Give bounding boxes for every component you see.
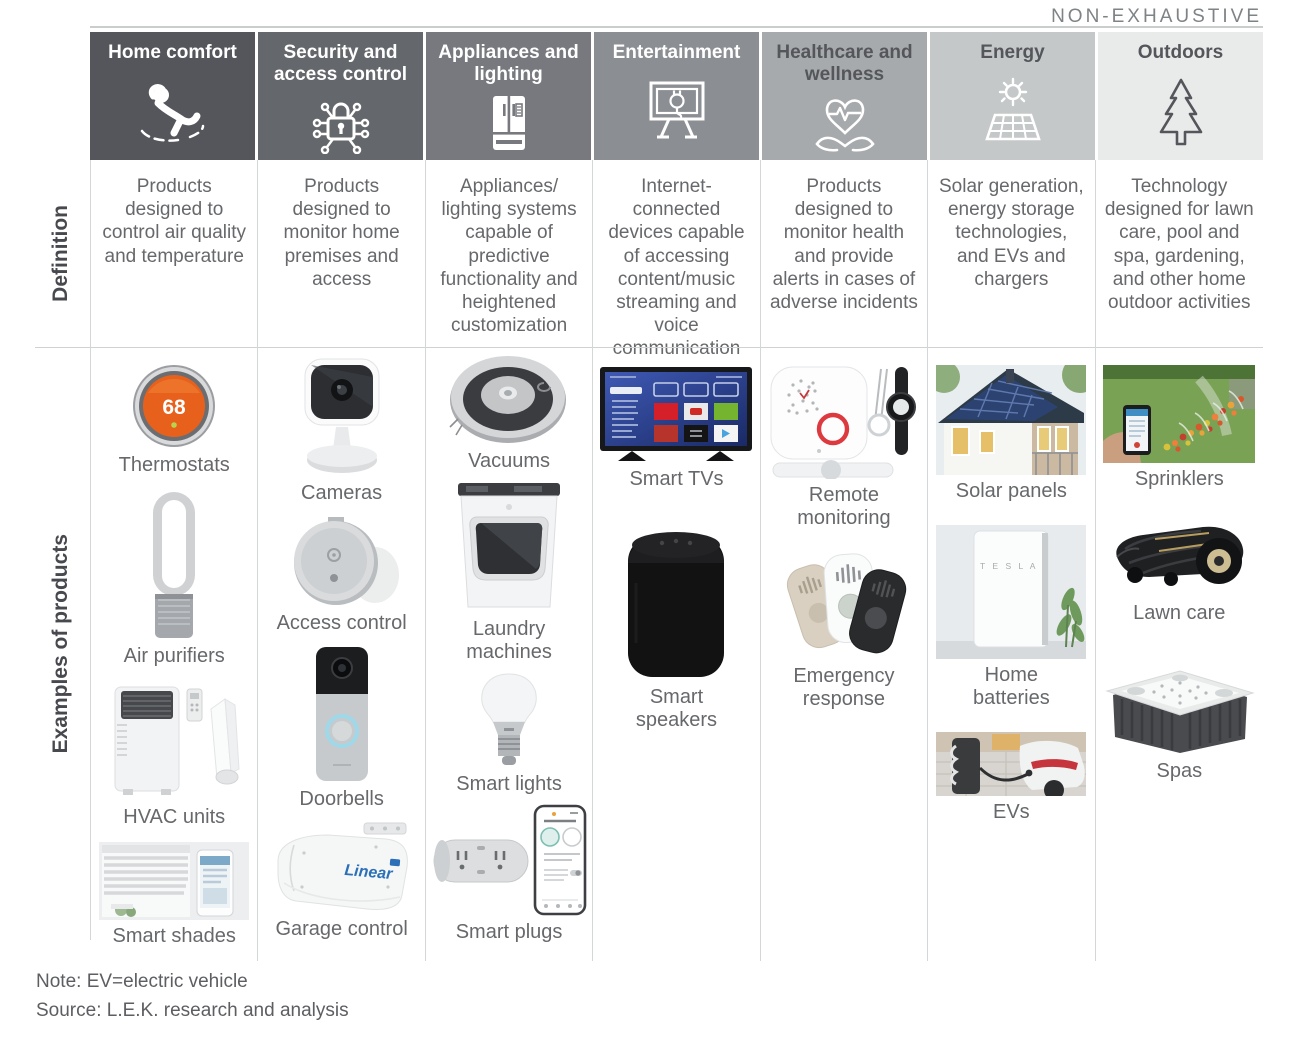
- examples-row-label: Examples of products: [49, 533, 72, 754]
- header-appliances-lighting: Appliances and lighting: [426, 32, 591, 160]
- category-title: Energy: [980, 42, 1045, 63]
- examples-outdoors: Sprinklers Lawn care: [1096, 347, 1263, 961]
- product-remote-monitoring: Remote monitoring: [769, 363, 919, 530]
- product-thermostats: 68 Thermostats: [119, 363, 230, 477]
- product-laundry-machines: Laundry machines: [434, 481, 584, 664]
- top-divider-line: [90, 26, 1263, 28]
- category-title: Home comfort: [108, 42, 237, 63]
- home-battery-image: T E S L A: [936, 525, 1087, 659]
- source-line: Source: L.E.K. research and analysis: [36, 999, 349, 1021]
- product-garage-control: Linear Garage control: [268, 821, 416, 941]
- category-title: Appliances and lighting: [438, 42, 579, 86]
- category-title: Outdoors: [1137, 42, 1224, 63]
- ev-charging-image: [936, 732, 1087, 796]
- hot-tub-image: [1102, 645, 1257, 755]
- definition-security: Products designed to monitor home premis…: [258, 160, 426, 361]
- smart-tv-image: [598, 365, 754, 463]
- product-doorbells: Doorbells: [299, 645, 384, 811]
- laundry-machine-image: [450, 481, 568, 613]
- thermostat-image: 68: [126, 363, 222, 449]
- definition-entertainment: Internet-connected devices capable of ac…: [593, 160, 761, 361]
- row-divider-line: [35, 347, 1263, 348]
- product-hvac-units: HVAC units: [99, 681, 249, 829]
- header-entertainment: Entertainment: [594, 32, 759, 160]
- emergency-pendants-image: [769, 548, 919, 660]
- category-title: Healthcare and wellness: [776, 42, 913, 86]
- smart-sprinkler-image: [1103, 365, 1256, 463]
- sun-solar-panel-icon: [977, 64, 1049, 160]
- examples-healthcare: Remote monitoring: [761, 347, 929, 961]
- definition-home-comfort: Products designed to control air quality…: [91, 160, 259, 361]
- smart-lock-image: [280, 515, 404, 607]
- solar-roof-image: [936, 365, 1087, 475]
- air-purifier-image: [142, 490, 206, 640]
- product-evs: EVs: [936, 732, 1087, 824]
- header-healthcare-wellness: Healthcare and wellness: [762, 32, 927, 160]
- relaxing-person-icon: [134, 64, 212, 160]
- monitoring-hub-image: [769, 363, 919, 479]
- examples-row: 68 Thermostats Air purifiers: [90, 347, 1263, 961]
- definition-row: Products designed to control air quality…: [90, 160, 1263, 361]
- examples-home-comfort: 68 Thermostats Air purifiers: [91, 347, 259, 961]
- product-access-control: Access control: [277, 515, 407, 635]
- smart-bulb-image: [473, 672, 545, 768]
- header-home-comfort: Home comfort: [90, 32, 255, 160]
- category-header-row: Home comfort Security and access control: [90, 32, 1263, 160]
- hvac-unit-image: [99, 681, 249, 801]
- definition-energy: Solar generation, energy storage technol…: [928, 160, 1096, 361]
- product-solar-panels: Solar panels: [936, 365, 1087, 503]
- note-line: Note: EV=electric vehicle: [36, 971, 248, 992]
- category-title: Security and access control: [273, 42, 408, 86]
- footnotes: Note: EV=electric vehicle Source: L.E.K.…: [36, 968, 349, 1025]
- heart-hands-icon: [811, 87, 879, 160]
- product-cameras: Cameras: [289, 357, 394, 505]
- examples-entertainment: Smart TVs Smart speakers: [593, 347, 761, 961]
- header-energy: Energy: [930, 32, 1095, 160]
- tv-plug-icon: [643, 64, 711, 160]
- product-emergency-response: Emergency response: [769, 548, 919, 711]
- svg-text:Linear: Linear: [343, 862, 393, 883]
- header-outdoors: Outdoors: [1098, 32, 1263, 160]
- svg-text:68: 68: [163, 396, 187, 419]
- security-camera-image: [289, 357, 394, 477]
- definition-healthcare: Products designed to monitor health and …: [761, 160, 929, 361]
- product-smart-tvs: Smart TVs: [598, 365, 754, 491]
- definition-outdoors: Technology designed for lawn care, pool …: [1104, 176, 1254, 313]
- svg-text:T E S L A: T E S L A: [980, 561, 1038, 571]
- product-lawn-care: Lawn care: [1109, 511, 1249, 625]
- product-home-batteries: T E S L A Home batteries: [936, 525, 1087, 710]
- non-exhaustive-label: NON-EXHAUSTIVE: [1051, 6, 1262, 27]
- circuit-lock-icon: [308, 87, 374, 160]
- product-smart-shades: Smart shades: [99, 842, 250, 948]
- pine-tree-icon: [1150, 64, 1212, 160]
- video-doorbell-image: [303, 645, 381, 783]
- robot-mower-image: [1109, 511, 1249, 597]
- smart-shades-image: [99, 842, 250, 920]
- definition-appliances: Appliances/ lighting systems capable of …: [426, 160, 594, 361]
- product-smart-plugs: Smart plugs: [432, 804, 587, 944]
- product-vacuums: Vacuums: [444, 353, 574, 473]
- examples-security: Cameras Access control: [258, 347, 426, 961]
- product-air-purifiers: Air purifiers: [124, 490, 225, 668]
- product-spas: Spas: [1102, 645, 1257, 783]
- product-smart-lights: Smart lights: [456, 672, 562, 796]
- refrigerator-icon: [479, 87, 539, 160]
- product-sprinklers: Sprinklers: [1103, 365, 1256, 491]
- examples-energy: Solar panels T E S L A: [928, 347, 1096, 961]
- product-smart-speakers: Smart speakers: [620, 523, 732, 732]
- robot-vacuum-image: [444, 353, 574, 445]
- smart-plug-image: [432, 804, 587, 916]
- category-title: Entertainment: [612, 42, 741, 63]
- smart-speaker-image: [620, 523, 732, 681]
- garage-opener-image: Linear: [268, 821, 416, 913]
- definition-row-label: Definition: [49, 205, 72, 302]
- examples-appliances: Vacuums Laundry machines: [426, 347, 594, 961]
- header-security-access: Security and access control: [258, 32, 423, 160]
